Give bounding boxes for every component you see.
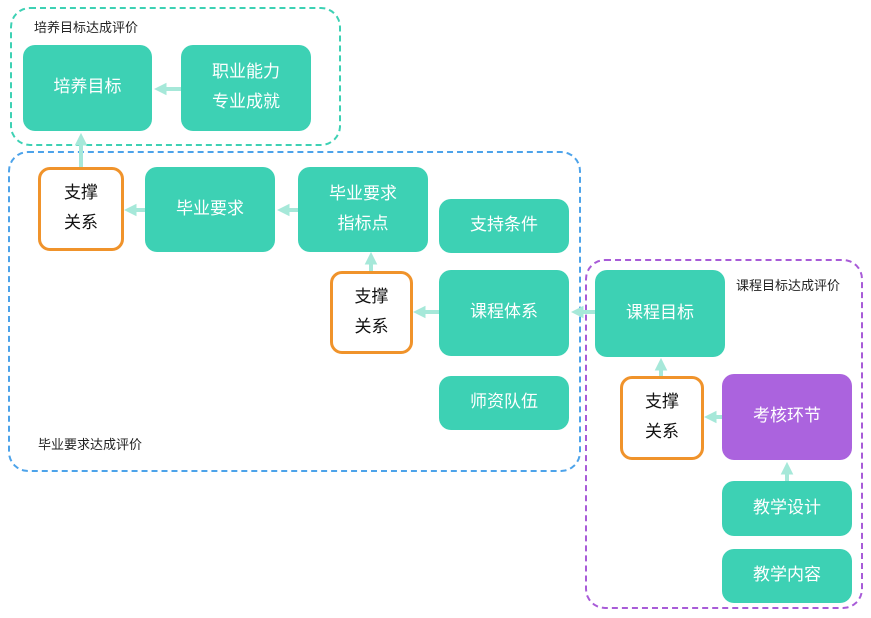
graduation-requirement-node: 毕业要求 xyxy=(145,167,275,252)
support-relation-1-line2: 关系 xyxy=(64,213,98,233)
course-goal-text: 课程目标 xyxy=(626,302,694,323)
teaching-design-text: 教学设计 xyxy=(753,497,821,518)
assessment-text: 考核环节 xyxy=(753,406,821,427)
faculty-node: 师资队伍 xyxy=(439,376,569,430)
support-relation-2-line1: 支撑 xyxy=(354,286,389,307)
faculty-text: 师资队伍 xyxy=(470,392,538,413)
support-relation-node-1: 支撑 关系 xyxy=(38,167,124,251)
graduation-requirement-text: 毕业要求 xyxy=(176,198,244,219)
graduation-indicator-line1: 毕业要求 xyxy=(329,183,397,204)
graduation-requirement-evaluation-label: 毕业要求达成评价 xyxy=(38,438,143,453)
curriculum-system-node: 课程体系 xyxy=(439,270,569,356)
training-goal-evaluation-group xyxy=(10,7,341,146)
training-goal-text: 培养目标 xyxy=(53,77,122,98)
career-achievement-node: 职业能力 专业成就 xyxy=(181,45,311,131)
support-relation-node-2: 支撑 关系 xyxy=(330,271,413,354)
teaching-content-node: 教学内容 xyxy=(722,549,852,603)
career-ability-text: 职业能力 xyxy=(212,62,280,83)
teaching-design-node: 教学设计 xyxy=(722,481,852,536)
teaching-content-text: 教学内容 xyxy=(753,565,821,586)
support-relation-1-line1: 支撑 xyxy=(64,183,98,204)
support-conditions-node: 支持条件 xyxy=(439,199,569,253)
graduation-indicator-line2: 指标点 xyxy=(337,213,389,234)
support-relation-node-3: 支撑 关系 xyxy=(620,376,704,460)
training-goal-evaluation-label: 培养目标达成评价 xyxy=(34,21,139,36)
curriculum-system-text: 课程体系 xyxy=(470,302,538,323)
support-conditions-text: 支持条件 xyxy=(470,215,538,236)
support-relation-3-line2: 关系 xyxy=(645,422,679,442)
graduation-indicator-node: 毕业要求 指标点 xyxy=(298,167,428,252)
assessment-node: 考核环节 xyxy=(722,374,852,460)
professional-achievement-text: 专业成就 xyxy=(212,92,280,112)
course-goal-evaluation-group xyxy=(585,259,863,609)
course-goal-evaluation-label: 课程目标达成评价 xyxy=(736,279,841,294)
training-goal-node: 培养目标 xyxy=(23,45,152,131)
support-relation-2-line2: 关系 xyxy=(354,316,389,337)
course-goal-node: 课程目标 xyxy=(595,270,725,357)
support-relation-3-line1: 支撑 xyxy=(645,392,679,413)
